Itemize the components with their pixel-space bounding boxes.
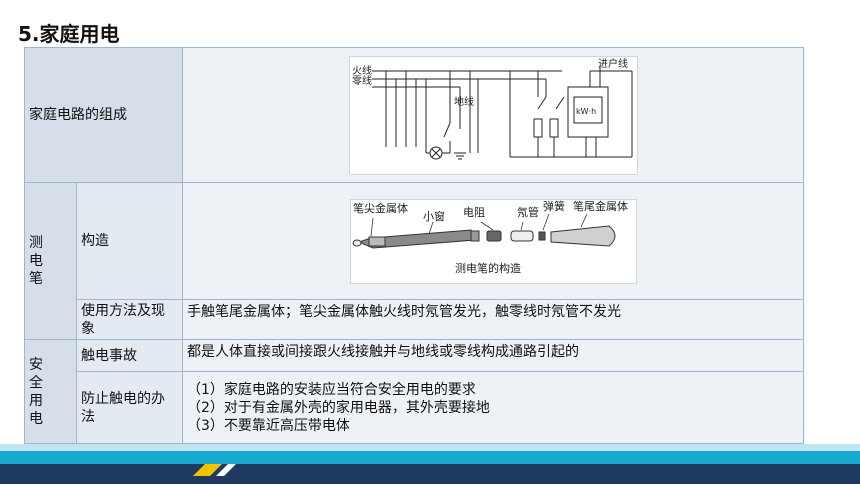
prevent-shock-label: 防止触电的办法 [76, 371, 183, 444]
tester-section-label: 测 电 笔 [24, 182, 77, 340]
knowledge-table: 家庭电路的组成 [24, 47, 804, 444]
entry-line-label: 进户线 [598, 57, 628, 70]
household-circuit-diagram-cell: 火线 零线 地线 进户线 kW·h [182, 47, 804, 183]
footer-decoration [0, 444, 860, 484]
page-title: 5.家庭用电 [18, 22, 120, 46]
spring-label: 弹簧 [543, 200, 565, 213]
neutral-line-label: 零线 [352, 74, 372, 87]
table-row: 防止触电的办法 （1）家庭电路的安装应当符合安全用电的要求 （2）对于有金属外壳… [25, 371, 804, 444]
neon-tube-label: 氖管 [517, 205, 539, 219]
table-row: 测 电 笔 构造 [24, 182, 804, 340]
tester-structure-cell: 笔尖金属体 小窗 电阻 氖管 弹簧 笔尾金属体 测电笔的构造 [182, 182, 804, 300]
prevent-shock-list: （1）家庭电路的安装应当符合安全用电的要求 （2）对于有金属外壳的家用电器，其外… [182, 371, 804, 444]
tester-structure-caption: 测电笔的构造 [455, 261, 521, 275]
meter-label: kW·h [576, 107, 596, 116]
ground-line-label: 地线 [454, 95, 474, 108]
tester-structure-label: 构造 [76, 182, 183, 300]
tester-usage-label: 使用方法及现象 [76, 299, 183, 340]
list-item: （3）不要靠近高压带电体 [187, 417, 350, 434]
resistor-label: 电阻 [463, 206, 485, 219]
fire-line-label: 火线 [352, 64, 372, 77]
tester-usage-text: 手触笔尾金属体；笔尖金属体触火线时氖管发光，触零线时氖管不发光 [182, 299, 804, 340]
tip-metal-label: 笔尖金属体 [353, 201, 408, 215]
table-row: 使用方法及现象 手触笔尾金属体；笔尖金属体触火线时氖管发光，触零线时氖管不发光 [25, 299, 804, 340]
table-row: 安 全 用 电 触电事故 都是人体直接或间接跟火线接触并与地线或零线构成通路引起… [24, 339, 804, 444]
household-circuit-label: 家庭电路的组成 [24, 47, 183, 183]
tail-metal-label: 笔尾金属体 [573, 200, 628, 213]
tester-structure-diagram: 笔尖金属体 小窗 电阻 氖管 弹簧 笔尾金属体 测电笔的构造 [349, 198, 637, 284]
shock-accident-text: 都是人体直接或间接跟火线接触并与地线或零线构成通路引起的 [182, 339, 804, 372]
safety-section-label: 安 全 用 电 [24, 339, 77, 444]
table-row: 家庭电路的组成 [24, 47, 804, 183]
list-item: （2）对于有金属外壳的家用电器，其外壳要接地 [187, 399, 490, 416]
household-circuit-diagram: 火线 零线 地线 进户线 kW·h [348, 55, 638, 175]
list-item: （1）家庭电路的安装应当符合安全用电的要求 [187, 381, 476, 398]
window-label: 小窗 [423, 209, 445, 223]
shock-accident-label: 触电事故 [76, 339, 183, 372]
